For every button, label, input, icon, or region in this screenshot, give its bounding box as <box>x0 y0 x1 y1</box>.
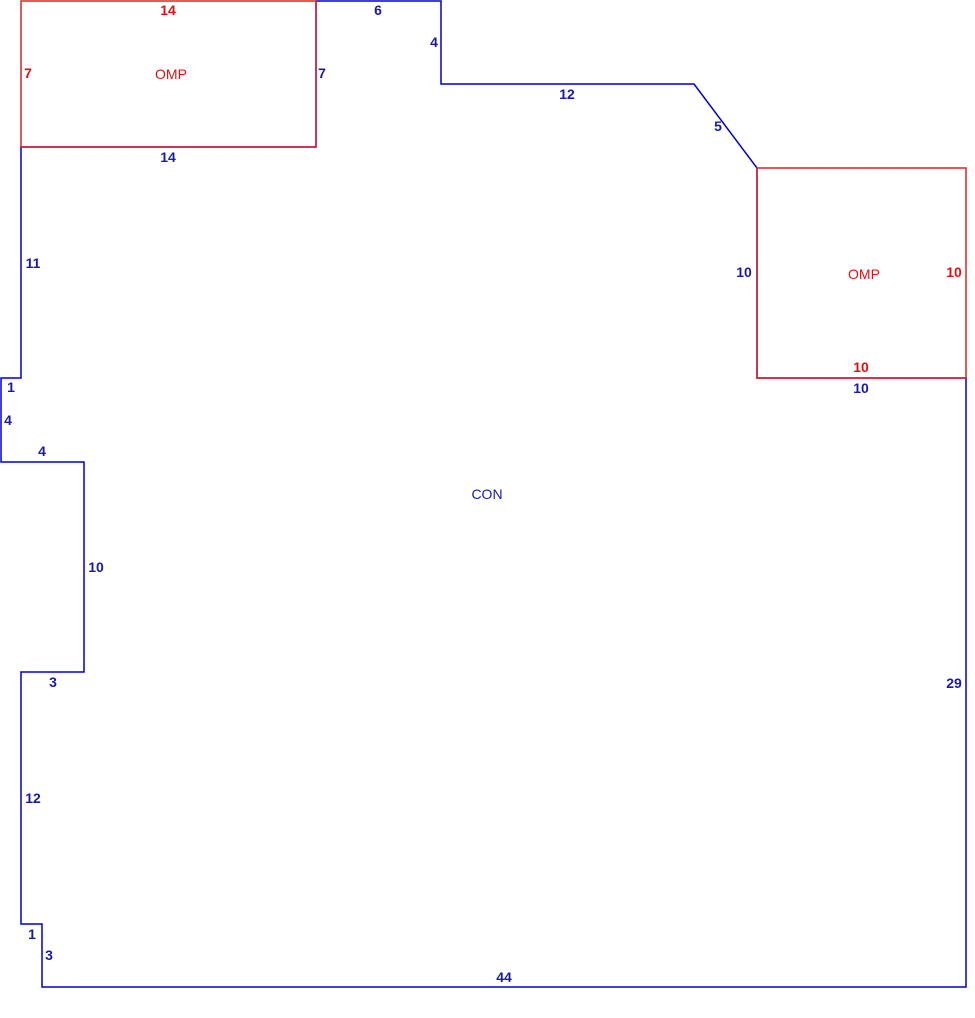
porch-right-right-dimension: 10 <box>946 264 962 280</box>
bottom-dimension: 44 <box>496 969 512 985</box>
upper-left-step-vertical-dimension: 4 <box>4 412 12 428</box>
porch-right-bottom-main-dimension: 10 <box>853 380 869 396</box>
lower-left-step-horizontal-dimension: 1 <box>28 926 36 942</box>
porch-right-bottom-dimension: 10 <box>853 359 869 375</box>
porch-left-bottom-dimension: 14 <box>160 149 176 165</box>
diagonal-dimension: 5 <box>714 118 722 134</box>
upper-left-step-horizontal-dimension: 1 <box>7 379 15 395</box>
porch-right-outline <box>756 167 967 379</box>
porch-left-right-side-dimension: 7 <box>318 65 326 81</box>
right-side-dimension: 29 <box>946 675 962 691</box>
upper-right-run-dimension: 12 <box>559 86 575 102</box>
upper-left-side-dimension: 11 <box>26 255 41 271</box>
lower-left-step-vertical-dimension: 3 <box>45 947 53 963</box>
porch-left-outline <box>20 0 317 148</box>
porch-left-area-label: OMP <box>155 66 187 82</box>
top-segment-dimension: 6 <box>374 2 382 18</box>
step-down-dimension: 4 <box>430 34 438 50</box>
main-area-label: CON <box>471 486 502 502</box>
bump-top-dimension: 4 <box>38 443 46 459</box>
bump-right-side-dimension: 10 <box>88 559 104 575</box>
bump-bottom-dimension: 3 <box>49 674 57 690</box>
main-building-outline <box>0 0 967 988</box>
porch-right-left-side-dimension: 10 <box>736 264 752 280</box>
porch-left-left-dimension: 7 <box>24 65 32 81</box>
lower-left-side-dimension: 12 <box>25 790 41 806</box>
porch-right-area-label: OMP <box>848 266 880 282</box>
porch-left-top-dimension: 14 <box>160 2 176 18</box>
